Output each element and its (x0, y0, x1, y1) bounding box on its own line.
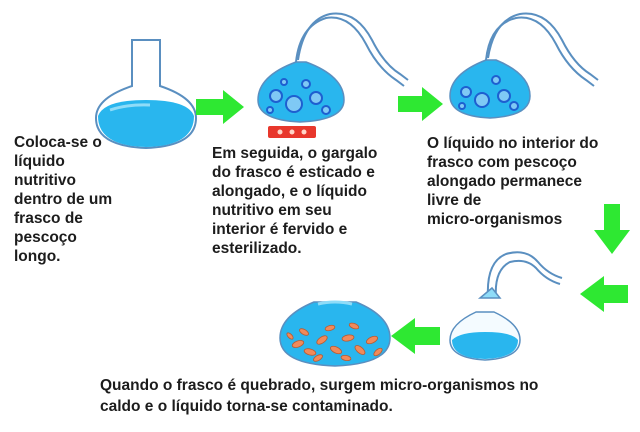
broken-flask-contaminated-icon (279, 300, 391, 367)
flask-icon (94, 39, 198, 150)
arrow-left-icon (580, 276, 628, 312)
step-3-caption: O líquido no interior do frasco com pesc… (427, 135, 599, 228)
step-4-caption: Quando o frasco é quebrado, surgem micro… (100, 377, 539, 415)
broken-neck-icon (477, 251, 563, 299)
step-2-caption: Em seguida, o gargalo do frasco é estica… (212, 145, 378, 257)
arrow-right-icon (398, 87, 443, 121)
microorganisms (286, 322, 383, 362)
swan-neck-flask-sterile-icon (449, 12, 599, 119)
arrow-down-icon (594, 204, 630, 254)
step-1-caption: Coloca-se o líquido nutritivo dentro de … (14, 134, 113, 265)
arrow-left-icon (391, 318, 440, 354)
open-flask-icon (449, 311, 521, 361)
swan-neck-flask-boiling-icon (257, 12, 409, 138)
arrow-right-icon (196, 90, 244, 124)
